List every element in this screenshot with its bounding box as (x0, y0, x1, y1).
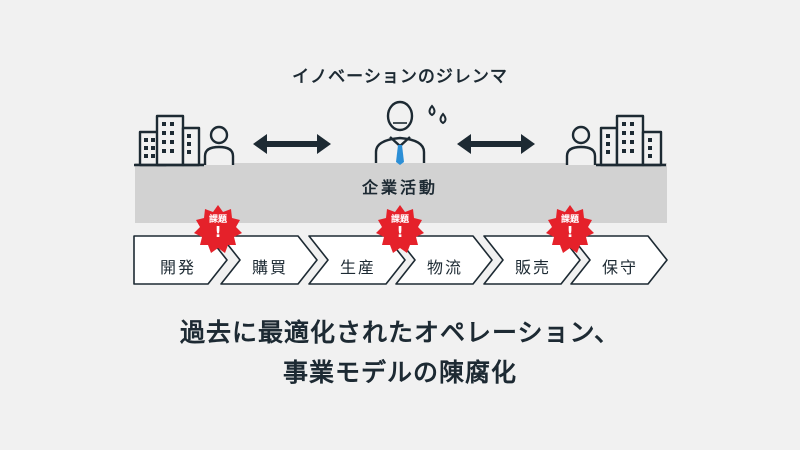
step-shape-2 (220, 235, 318, 285)
double-arrow-icon-left (253, 134, 331, 154)
burst-badge-icon-2 (376, 205, 424, 253)
person-icon-right (565, 125, 597, 165)
issue-mark-1: ! (214, 223, 222, 241)
step-label-5: 販売 (514, 258, 551, 277)
issue-label-2: 課題 (390, 215, 409, 225)
step-shape-1 (133, 235, 228, 285)
step-label-1: 開発 (159, 258, 196, 277)
step-label-6: 保守 (601, 258, 638, 277)
process-flow (133, 235, 668, 285)
step-label-4: 物流 (426, 258, 463, 277)
issue-label-1: 課題 (208, 215, 227, 225)
step-shape-6 (570, 235, 668, 285)
building-icon-left (134, 114, 204, 167)
headline-line-1: 過去に最適化されたオペレーション、 (179, 318, 620, 347)
diagram-title: イノベーションのジレンマ (292, 67, 508, 87)
sweat-icon (428, 104, 447, 125)
burst-badge-icon-3 (546, 205, 594, 253)
band-label: 企業活動 (361, 178, 438, 197)
step-label-3: 生産 (339, 258, 376, 277)
double-arrow-icon-right (457, 134, 535, 154)
step-shape-4 (395, 235, 493, 285)
headline-line-2: 事業モデルの陳腐化 (282, 358, 517, 387)
tie-icon (396, 145, 404, 165)
person-icon-left (203, 125, 235, 165)
issue-mark-3: ! (566, 223, 574, 241)
step-label-2: 購買 (251, 258, 288, 277)
issue-label-3: 課題 (560, 215, 579, 225)
issue-mark-2: ! (396, 223, 404, 241)
building-icon-right (596, 114, 666, 167)
burst-badge-icon-1 (194, 205, 242, 253)
